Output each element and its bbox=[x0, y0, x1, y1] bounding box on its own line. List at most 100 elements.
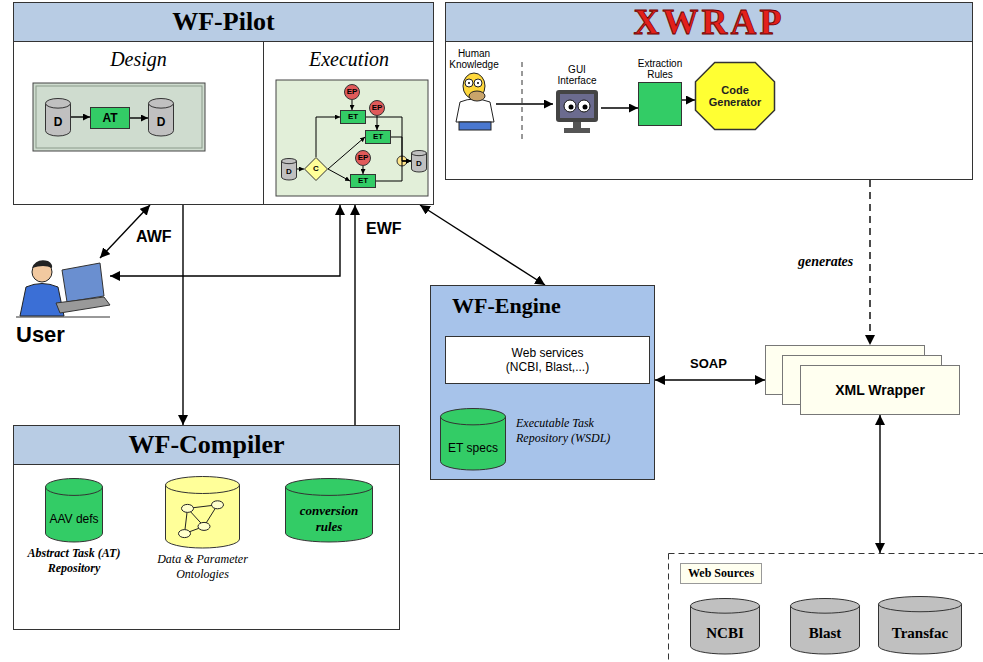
icon-node: User bbox=[14, 258, 110, 320]
node-text: Human Knowledge bbox=[446, 48, 502, 70]
process-box: ET bbox=[365, 130, 391, 144]
process-box: ET bbox=[350, 174, 376, 188]
connector bbox=[366, 117, 411, 161]
box-outline bbox=[351, 175, 376, 188]
connector bbox=[328, 169, 350, 181]
connector bbox=[869, 180, 870, 345]
decision-diamond: C bbox=[304, 157, 328, 181]
icon-node: GUI Interface bbox=[553, 88, 601, 136]
process-box: Web services (NCBI, Blast,...) bbox=[445, 336, 650, 384]
node-outline bbox=[765, 345, 960, 415]
region-border bbox=[669, 553, 983, 554]
database-cylinder: Blast bbox=[790, 598, 860, 654]
database-cylinder: Transfac bbox=[878, 596, 962, 654]
box-outline bbox=[639, 83, 682, 126]
monitor bbox=[556, 90, 598, 122]
node-text: EP bbox=[347, 88, 358, 96]
module-title: XWRAP bbox=[445, 2, 973, 42]
edge-label: SOAP bbox=[688, 356, 729, 371]
process-box: Extraction Rules bbox=[638, 82, 682, 126]
node-text: Data & Parameter Ontologies bbox=[145, 552, 261, 582]
database-cylinder: D bbox=[148, 98, 174, 136]
ontology-concept bbox=[182, 504, 194, 512]
ontology-cylinder: Data & Parameter Ontologies bbox=[165, 476, 240, 548]
cylinder-top bbox=[879, 597, 962, 612]
database-cylinder: D bbox=[281, 158, 297, 180]
database-cylinder: AAV defsAbstract Task (AT) Repository bbox=[45, 478, 103, 542]
module-box: WF-CompilerAAV defsAbstract Task (AT) Re… bbox=[13, 425, 400, 630]
divider-line bbox=[522, 62, 523, 142]
pupil bbox=[569, 105, 574, 110]
icon-node: Human Knowledge bbox=[452, 72, 496, 130]
node-text: D bbox=[54, 115, 63, 129]
cylinder-body bbox=[166, 485, 240, 548]
shirt bbox=[456, 99, 494, 122]
module-title: WF-Compiler bbox=[13, 425, 400, 465]
user-icon bbox=[16, 260, 110, 317]
node-text: Web Sources bbox=[680, 563, 762, 584]
cylinder-top bbox=[46, 479, 103, 496]
laptop-screen bbox=[62, 263, 104, 302]
panel: DesignD AT D bbox=[13, 42, 264, 205]
ontology-concept bbox=[198, 522, 210, 530]
panel: ExecutionDCEPEPEPETETETD bbox=[264, 42, 434, 205]
execution-canvas bbox=[276, 80, 428, 196]
human-icon bbox=[456, 73, 494, 130]
connector bbox=[182, 205, 183, 425]
connector bbox=[354, 205, 355, 425]
node-text: Executable Task Repository (WSDL) bbox=[516, 416, 644, 446]
box-outline bbox=[14, 426, 400, 630]
wrapper-layer bbox=[801, 366, 960, 415]
node-outline bbox=[638, 82, 682, 126]
connector bbox=[110, 205, 340, 276]
node-text: User bbox=[16, 322, 65, 348]
connector bbox=[297, 169, 304, 170]
circle-outline bbox=[356, 151, 371, 166]
connector bbox=[71, 116, 90, 117]
node-text: Abstract Task (AT) Repository bbox=[16, 546, 132, 576]
cylinder-top bbox=[691, 599, 760, 614]
eye bbox=[578, 100, 590, 112]
database-cylinder: NCBI bbox=[690, 598, 760, 654]
gui-icon bbox=[556, 90, 598, 133]
cylinder-top bbox=[791, 599, 860, 614]
node-text: WF-Engine bbox=[452, 293, 561, 319]
node-text: Design bbox=[110, 48, 167, 71]
box-outline bbox=[446, 337, 650, 384]
ontology-concept bbox=[179, 530, 191, 538]
node-text: ET specs bbox=[448, 441, 498, 455]
connector bbox=[682, 99, 695, 100]
box-outline bbox=[91, 108, 130, 129]
node-text: D bbox=[286, 168, 292, 176]
region: Web SourcesNCBI Blast Transfac bbox=[668, 553, 983, 662]
module-title: WF-Pilot bbox=[13, 2, 434, 42]
node-outline bbox=[440, 408, 506, 470]
node-text: GUI Interface bbox=[549, 64, 605, 86]
box-outline bbox=[431, 286, 655, 480]
node-text: Code Generator bbox=[695, 84, 775, 108]
trousers bbox=[459, 122, 491, 130]
hair bbox=[32, 260, 52, 268]
process-box: ET bbox=[340, 110, 366, 124]
desk bbox=[16, 317, 110, 318]
node-outline bbox=[165, 476, 240, 548]
database-cylinder: D bbox=[411, 150, 427, 172]
cylinder-top bbox=[286, 479, 373, 496]
connector bbox=[391, 137, 411, 161]
box-outline bbox=[366, 131, 391, 144]
circle-outline bbox=[345, 85, 360, 100]
event-circle: EP bbox=[355, 150, 371, 166]
region-border bbox=[668, 554, 669, 662]
node-text: XML Wrapper bbox=[835, 382, 925, 398]
node-text: D bbox=[416, 160, 422, 168]
node-text: AT bbox=[102, 111, 117, 125]
cylinder-top bbox=[166, 477, 240, 494]
eye bbox=[564, 100, 576, 112]
node-text: EP bbox=[358, 154, 369, 162]
connector bbox=[316, 117, 340, 157]
node-text: Extraction Rules bbox=[632, 58, 688, 80]
diamond-outline bbox=[305, 158, 328, 181]
design-canvas-inner bbox=[36, 86, 202, 148]
design-canvas bbox=[33, 83, 205, 151]
